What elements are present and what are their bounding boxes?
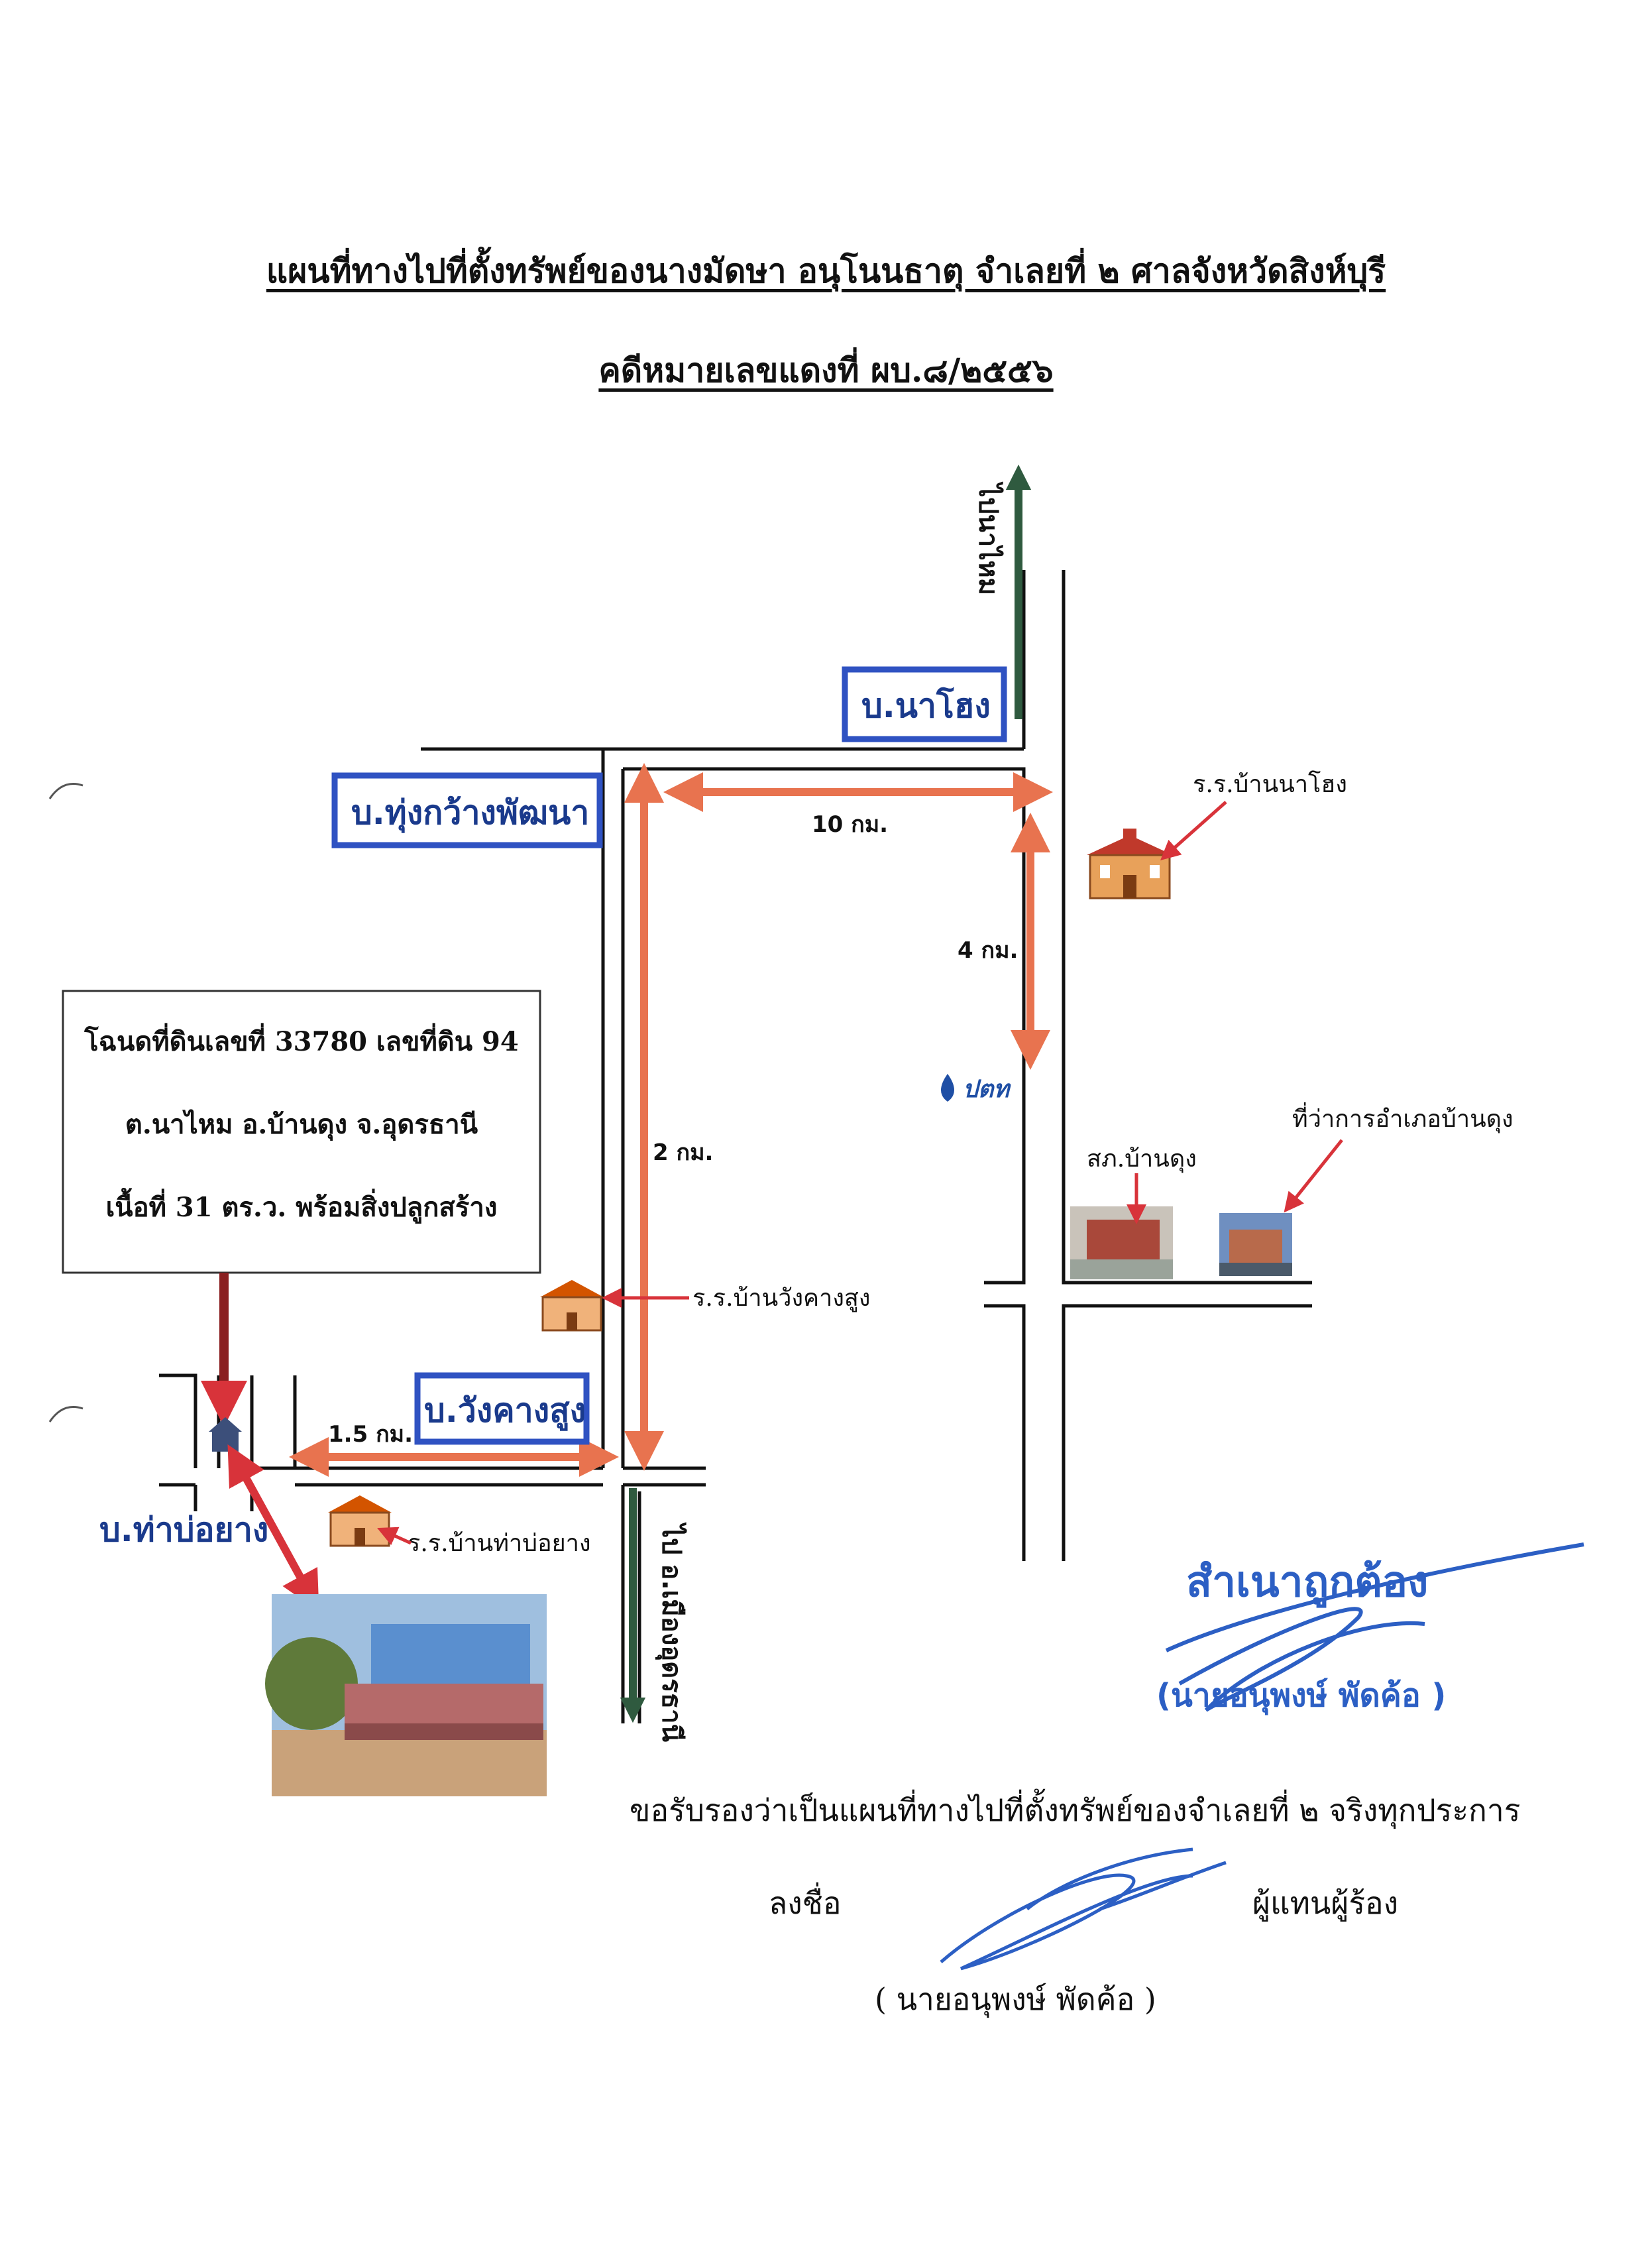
- signer-role: ผู้แทนผู้ร้อง: [1252, 1885, 1399, 1921]
- distance-label-2km: 2 กม.: [653, 1139, 713, 1166]
- pointer-arrow: [377, 1527, 412, 1546]
- house-icon: [209, 1417, 242, 1452]
- land-info-line2: ต.นาไหม อ.บ้านดุง จ.อุดรธานี: [125, 1109, 478, 1141]
- police-label: สภ.บ้านดุง: [1087, 1145, 1197, 1173]
- punch-hole-mark: [48, 783, 83, 799]
- village-box-wang-khang: บ.วังคางสูง: [414, 1372, 590, 1445]
- svg-text:บ.นาโฮง: บ.นาโฮง: [861, 686, 991, 725]
- distance-label-10km: 10 กม.: [812, 811, 888, 838]
- south-direction-label: ไป อ.เมืองอุดรธานี: [655, 1522, 687, 1742]
- signer-name: ( นายอนุพงษ์ พัดค้อ ): [875, 1981, 1156, 2017]
- pointer-arrow: [1284, 1139, 1343, 1213]
- certification-signature: [940, 1847, 1227, 1971]
- school-icon: [540, 1280, 604, 1332]
- village-label-tha-bo-yang: บ.ท่าบ่อยาง: [99, 1511, 268, 1549]
- distance-label-4km: 4 กม.: [958, 937, 1018, 964]
- pointer-arrow: [1160, 801, 1227, 860]
- gas-station-icon: ปตท: [941, 1074, 1011, 1103]
- photo-pointer-arrow: [227, 1444, 319, 1612]
- district-office-label: ที่ว่าการอำเภอบ้านดุง: [1292, 1102, 1514, 1133]
- school-label-tha-bo-yang: ร.ร.บ้านท่าบ่อยาง: [408, 1530, 591, 1557]
- land-info-box: โฉนดที่ดินเลขที่ 33780 เลขที่ดิน 94 ต.นา…: [62, 990, 541, 1274]
- stamp-signature: [1165, 1542, 1584, 1712]
- document-title-line1: แผนที่ทางไปที่ตั้งทรัพย์ของนางมัดษา อนุโ…: [266, 251, 1386, 290]
- village-box-thung-kwang: บ.ทุ่งกว้างพัฒนา: [331, 772, 603, 848]
- school-icon: [1087, 829, 1173, 899]
- land-info-line3: เนื้อที่ 31 ตร.ว. พร้อมสิ่งปลูกสร้าง: [106, 1188, 498, 1224]
- distance-label-1-5km: 1.5 กม.: [328, 1421, 413, 1448]
- punch-hole-mark: [48, 1406, 83, 1422]
- certified-copy-stamp: สำเนาถูกต้อง: [1186, 1558, 1429, 1607]
- village-box-na-hong: บ.นาโฮง: [842, 666, 1007, 742]
- stamp-name: (นายอนุพงษ์ พัดค้อ ): [1156, 1677, 1447, 1714]
- school-label-wang-khang: ร.ร.บ้านวังคางสูง: [692, 1285, 870, 1312]
- svg-text:บ.ทุ่งกว้างพัฒนา: บ.ทุ่งกว้างพัฒนา: [351, 793, 589, 833]
- school-icon: [328, 1495, 392, 1547]
- land-info-line1: โฉนดที่ดินเลขที่ 33780 เลขที่ดิน 94: [83, 1023, 518, 1057]
- district-office-photo: [1219, 1213, 1292, 1276]
- north-direction-label: ไปนาไหม: [973, 481, 1004, 595]
- svg-text:บ.วังคางสูง: บ.วังคางสูง: [424, 1391, 586, 1431]
- gas-station-label: ปตท: [963, 1076, 1011, 1103]
- school-label-na-hong: ร.ร.บ้านนาโฮง: [1193, 770, 1347, 798]
- property-photo: [265, 1594, 547, 1796]
- certification-statement: ขอรับรองว่าเป็นแผนที่ทางไปที่ตั้งทรัพย์ข…: [630, 1792, 1521, 1828]
- sign-label: ลงชื่อ: [769, 1885, 842, 1921]
- police-station-photo: [1070, 1206, 1173, 1279]
- document-title-line2: คดีหมายเลขแดงที่ ผบ.๘/๒๕๕๖: [598, 351, 1054, 390]
